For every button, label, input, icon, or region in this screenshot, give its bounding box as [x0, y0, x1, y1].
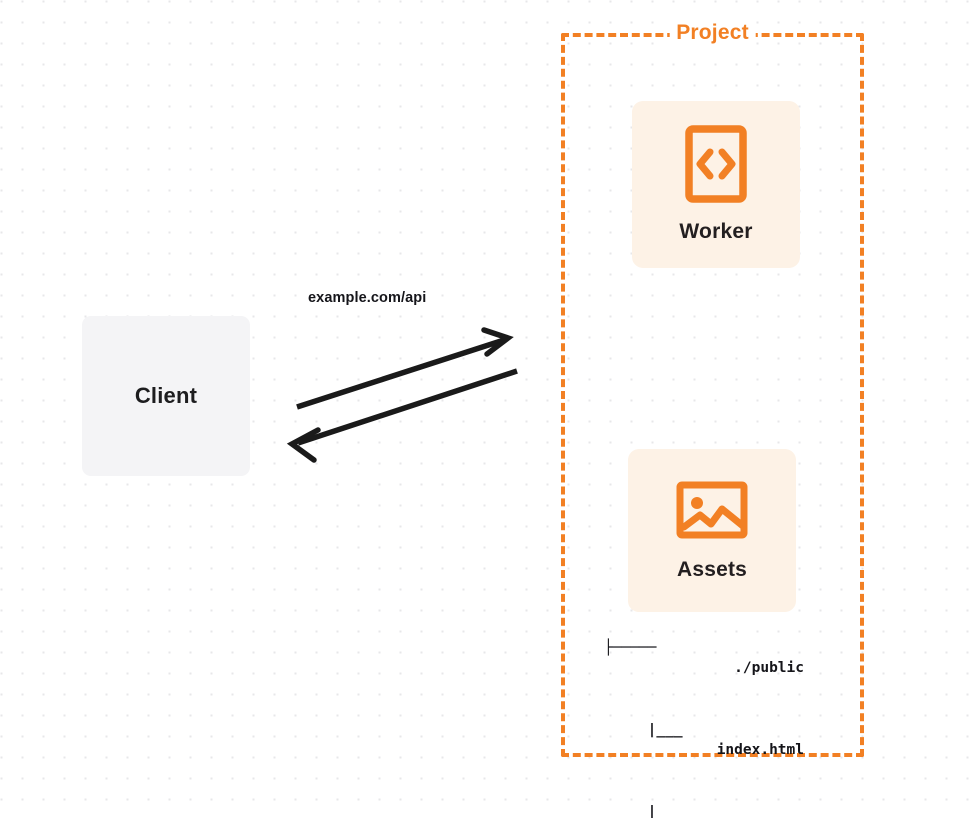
response-arrow — [286, 368, 518, 463]
worker-label: Worker — [679, 220, 753, 243]
tree-branch-glyph: |___ — [604, 803, 683, 818]
project-container: Project — [561, 21, 864, 757]
tree-branch-glyph: |___ — [604, 721, 683, 738]
file-tree-row: |___ index.html — [604, 699, 804, 781]
file-tree-label: index.html — [716, 742, 804, 758]
file-tree-label: ./public — [734, 660, 804, 676]
assets-file-tree: ├───── ./public |___ index.html |___ blo… — [604, 617, 804, 818]
file-tree-row: ├───── ./public — [604, 617, 804, 699]
worker-card: Worker — [632, 101, 800, 268]
project-title: Project — [669, 21, 756, 45]
request-arrow — [296, 327, 514, 410]
assets-card: Assets — [628, 449, 796, 612]
client-node: Client — [82, 316, 250, 476]
file-tree-row: |___ blog.html — [604, 781, 804, 818]
tree-branch-glyph: ├───── — [604, 639, 657, 656]
client-label: Client — [134, 383, 198, 408]
code-brackets-icon — [685, 125, 747, 208]
assets-label: Assets — [676, 558, 748, 581]
request-url-label: example.com/api — [308, 290, 427, 306]
image-picture-icon — [676, 479, 748, 546]
